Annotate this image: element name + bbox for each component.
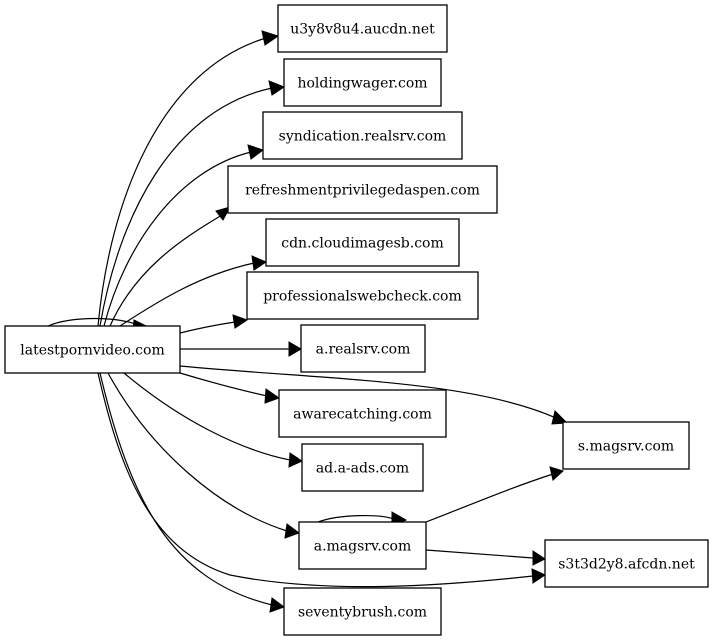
node-n12[interactable]: s.magsrv.com <box>562 421 690 470</box>
node-box <box>262 111 463 160</box>
node-box <box>278 389 447 438</box>
edge-n0-to-n12 <box>179 365 569 425</box>
node-n7[interactable]: a.realsrv.com <box>300 324 426 373</box>
node-label: refreshmentprivilegedaspen.com <box>245 183 480 199</box>
edge-line <box>179 365 557 419</box>
node-n5[interactable]: cdn.cloudimagesb.com <box>265 218 460 267</box>
edge-arrowhead <box>549 466 564 481</box>
edge-n0-to-n5 <box>119 255 268 327</box>
edge-line <box>103 151 252 327</box>
node-box <box>265 218 460 267</box>
edge-line <box>97 372 534 588</box>
node-label: holdingwager.com <box>297 76 427 92</box>
edge-arrowhead <box>232 314 249 329</box>
edge-n10-to-n13 <box>425 549 546 566</box>
node-label: cdn.cloudimagesb.com <box>281 236 443 252</box>
node-label: s.magsrv.com <box>578 439 674 455</box>
node-n9[interactable]: ad.a-ads.com <box>301 443 424 492</box>
node-n4[interactable]: refreshmentprivilegedaspen.com <box>227 165 498 214</box>
node-box <box>4 325 181 374</box>
edge-arrowhead <box>261 30 280 46</box>
edge-line <box>97 37 267 327</box>
edge-n0-to-n7 <box>180 341 302 357</box>
node-label: professionalswebcheck.com <box>263 289 462 305</box>
node-box <box>562 421 690 470</box>
edge-line <box>47 317 141 327</box>
edge-n0-to-n1 <box>97 30 280 327</box>
node-box <box>227 165 498 214</box>
edge-n0-to-n3 <box>103 144 265 327</box>
edge-n0-to-n10 <box>107 372 301 539</box>
edge-line <box>107 372 288 532</box>
edge-line <box>119 262 255 327</box>
node-n1[interactable]: u3y8v8u4.aucdn.net <box>277 4 448 53</box>
node-label: seventybrush.com <box>298 605 427 621</box>
node-n6[interactable]: professionalswebcheck.com <box>246 271 479 320</box>
edge-n0-to-n11 <box>99 372 286 613</box>
edge-n10-to-n12 <box>425 466 564 523</box>
node-label: ad.a-ads.com <box>316 461 409 477</box>
edge-arrowhead <box>288 452 304 468</box>
node-box <box>544 539 709 588</box>
node-label: a.magsrv.com <box>314 539 412 555</box>
node-box <box>246 271 479 320</box>
edge-n0-to-n13 <box>97 372 547 588</box>
edge-arrowhead <box>251 255 268 271</box>
edge-n0-to-n8 <box>179 372 281 404</box>
node-label: latestpornvideo.com <box>20 343 164 359</box>
node-box <box>283 58 442 107</box>
edge-arrowhead <box>531 568 547 584</box>
edge-line <box>99 87 273 327</box>
edge-line <box>123 372 291 461</box>
node-box <box>298 521 427 570</box>
node-label: s3t3d2y8.afcdn.net <box>558 557 695 573</box>
node-box <box>277 4 448 53</box>
edge-line <box>317 514 395 523</box>
node-box <box>301 443 424 492</box>
edge-arrowhead <box>551 410 569 425</box>
node-label: u3y8v8u4.aucdn.net <box>290 22 435 38</box>
node-n0[interactable]: latestpornvideo.com <box>4 325 181 374</box>
edge-arrowhead <box>288 341 302 357</box>
edge-line <box>179 321 236 334</box>
node-n11[interactable]: seventybrush.com <box>283 587 442 636</box>
edge-line <box>109 214 223 327</box>
edge-arrowhead <box>215 206 232 221</box>
node-label: syndication.realsrv.com <box>279 129 447 145</box>
edge-arrowhead <box>247 144 265 160</box>
edge-n0-to-n4 <box>109 206 232 327</box>
edge-arrowhead <box>269 597 286 613</box>
node-label: a.realsrv.com <box>316 342 411 358</box>
edge-n0-to-n9 <box>123 372 304 468</box>
edge-arrowhead <box>264 388 281 404</box>
edge-n0-to-n2 <box>99 80 286 327</box>
edge-arrowhead <box>284 523 301 539</box>
edge-line <box>99 372 273 606</box>
edge-arrowhead <box>268 80 286 96</box>
node-n3[interactable]: syndication.realsrv.com <box>262 111 463 160</box>
node-n8[interactable]: awarecatching.com <box>278 389 447 438</box>
edge-line <box>425 473 554 523</box>
edges-layer <box>47 30 569 613</box>
node-box <box>300 324 426 373</box>
node-label: awarecatching.com <box>293 407 432 423</box>
node-n13[interactable]: s3t3d2y8.afcdn.net <box>544 539 709 588</box>
edge-arrowhead <box>532 550 546 566</box>
nodes-layer: latestpornvideo.com u3y8v8u4.aucdn.net hol… <box>4 4 709 636</box>
edge-n0-to-n6 <box>179 314 249 334</box>
edge-line <box>179 372 268 397</box>
edge-line <box>425 549 534 559</box>
node-n2[interactable]: holdingwager.com <box>283 58 442 107</box>
node-box <box>283 587 442 636</box>
node-n10[interactable]: a.magsrv.com <box>298 521 427 570</box>
